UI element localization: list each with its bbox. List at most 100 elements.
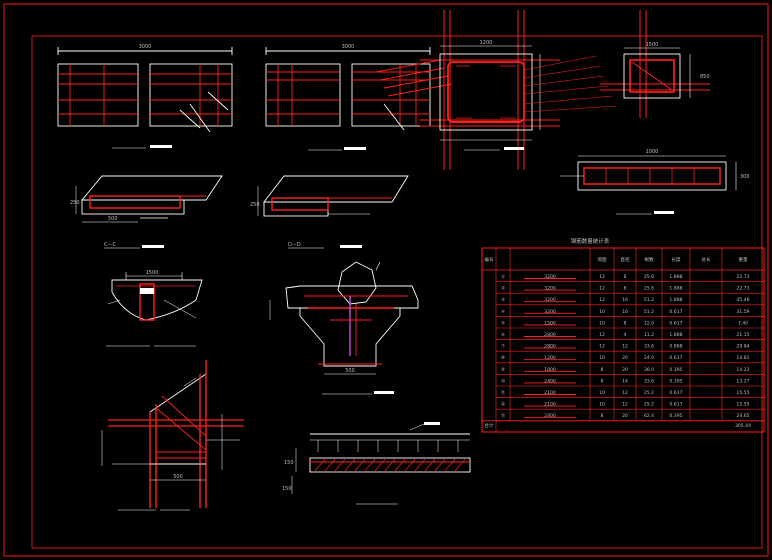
- table-cell-length: 36.0: [644, 367, 654, 373]
- table-cell-diameter: 8: [601, 413, 604, 419]
- table-cell-sketch: 2100: [544, 402, 556, 408]
- table-cell-unit-weight: 0.617: [669, 320, 682, 326]
- table-cell-weight: 24.65: [736, 413, 749, 419]
- svg-text:850: 850: [700, 74, 710, 80]
- table-cell-diameter: 12: [599, 274, 605, 280]
- svg-text:D—D: D—D: [288, 242, 301, 248]
- table-header-0: 编号: [484, 256, 494, 263]
- table-cell-sketch: 2400: [544, 378, 556, 384]
- svg-text:500: 500: [173, 474, 183, 480]
- table-cell-weight: 15.55: [736, 402, 749, 408]
- table-cell-length: 33.6: [644, 378, 654, 384]
- table-cell-length: 25.6: [644, 286, 654, 292]
- dim-top-mid-width: 3000: [342, 44, 355, 50]
- table-cell-length: 62.4: [644, 413, 654, 419]
- table-cell-sketch: 2400: [544, 413, 556, 419]
- table-cell-sketch: 2800: [544, 332, 556, 338]
- svg-text:250: 250: [70, 200, 80, 206]
- table-cell-sketch: 2100: [544, 390, 556, 396]
- table-cell-num: ⑦: [501, 344, 505, 350]
- table-cell-diameter: 8: [601, 367, 604, 373]
- svg-text:500: 500: [345, 368, 355, 374]
- svg-text:150: 150: [284, 460, 294, 466]
- table-cell-count: 8: [624, 286, 627, 292]
- table-cell-length: 33.6: [644, 344, 654, 350]
- table-cell-diameter: 8: [601, 378, 604, 384]
- section-c-c: 500 250 C—C: [70, 175, 223, 249]
- table-header-6: 总长: [701, 256, 711, 263]
- svg-text:500: 500: [108, 216, 118, 222]
- table-cell-length: 12.0: [644, 320, 654, 326]
- detail-top-right: 1500 850: [600, 10, 710, 118]
- dim-top-left-width: 3000: [139, 44, 152, 50]
- corner-detail: 500: [101, 360, 244, 511]
- svg-text:C—C: C—C: [104, 242, 116, 248]
- table-cell-num: ④: [501, 309, 505, 315]
- table-cell-weight: 31.59: [736, 309, 749, 315]
- table-cell-unit-weight: 0.888: [669, 344, 682, 350]
- table-cell-weight: 21.15: [736, 332, 749, 338]
- table-cell-unit-weight: 0.395: [669, 367, 682, 373]
- table-cell-unit-weight: 0.395: [669, 378, 682, 384]
- table-cell-sketch: 3200: [544, 309, 556, 315]
- rebar-table-title: 钢筋数量统计表: [571, 237, 610, 245]
- svg-text:1500: 1500: [646, 42, 659, 48]
- table-cell-weight: 22.73: [736, 274, 749, 280]
- svg-text:150: 150: [282, 486, 292, 492]
- table-cell-diameter: 10: [599, 320, 605, 326]
- table-cell-num: ⑨: [501, 367, 505, 373]
- table-header-4: 根数: [644, 256, 654, 263]
- table-cell-unit-weight: 1.888: [669, 332, 682, 338]
- table-cell-count: 12: [622, 402, 628, 408]
- rebar-table-grid: [482, 248, 764, 432]
- section-d-d: 250 D—D: [250, 175, 409, 249]
- table-cell-num: ⑤: [501, 320, 505, 326]
- table-cell-count: 4: [624, 332, 627, 338]
- svg-text:1500: 1500: [146, 270, 159, 276]
- table-cell-weight: 22.73: [736, 286, 749, 292]
- table-cell-unit-weight: 0.617: [669, 309, 682, 315]
- inner-frame: [31, 35, 763, 549]
- table-cell-length: 51.2: [644, 297, 654, 303]
- arc-detail: 1500: [106, 270, 203, 347]
- table-cell-sketch: 1500: [544, 320, 556, 326]
- table-cell-count: 12: [622, 390, 628, 396]
- table-total-label: 合计: [484, 422, 494, 429]
- table-cell-diameter: 12: [599, 332, 605, 338]
- table-cell-count: 8: [624, 274, 627, 280]
- table-cell-num: ⑬: [501, 412, 506, 419]
- table-cell-num: ⑫: [501, 401, 506, 408]
- table-cell-length: 25.6: [644, 274, 654, 280]
- table-cell-length: 51.2: [644, 309, 654, 315]
- table-cell-diameter: 10: [599, 309, 605, 315]
- table-cell-sketch: 1200: [544, 355, 556, 361]
- table-cell-diameter: 10: [599, 390, 605, 396]
- plan-middle-caption: [308, 147, 366, 151]
- table-cell-length: 25.2: [644, 390, 654, 396]
- plan-left-caption: [112, 145, 172, 149]
- table-cell-count: 16: [622, 309, 628, 315]
- table-cell-count: 14: [622, 378, 628, 384]
- table-cell-count: 12: [622, 344, 628, 350]
- table-header-3: 直径: [620, 256, 630, 263]
- table-cell-diameter: 12: [599, 344, 605, 350]
- table-cell-weight: 14.81: [736, 355, 749, 361]
- table-cell-sketch: 3200: [544, 274, 556, 280]
- trapezoid-detail: 500: [269, 261, 419, 395]
- table-cell-num: ⑪: [501, 389, 506, 396]
- table-cell-unit-weight: 1.888: [669, 297, 682, 303]
- table-cell-weight: 7.40: [738, 320, 748, 326]
- table-cell-num: ⑥: [501, 332, 505, 338]
- table-cell-length: 11.2: [644, 332, 654, 338]
- table-cell-num: ⑧: [501, 355, 505, 361]
- table-cell-num: ②: [501, 286, 505, 292]
- slab-detail: 1000 300: [560, 149, 750, 215]
- table-cell-diameter: 12: [599, 286, 605, 292]
- table-cell-count: 8: [624, 320, 627, 326]
- table-cell-count: 20: [622, 367, 628, 373]
- table-total-value: 305.44: [735, 423, 751, 429]
- table-cell-length: 24.0: [644, 355, 654, 361]
